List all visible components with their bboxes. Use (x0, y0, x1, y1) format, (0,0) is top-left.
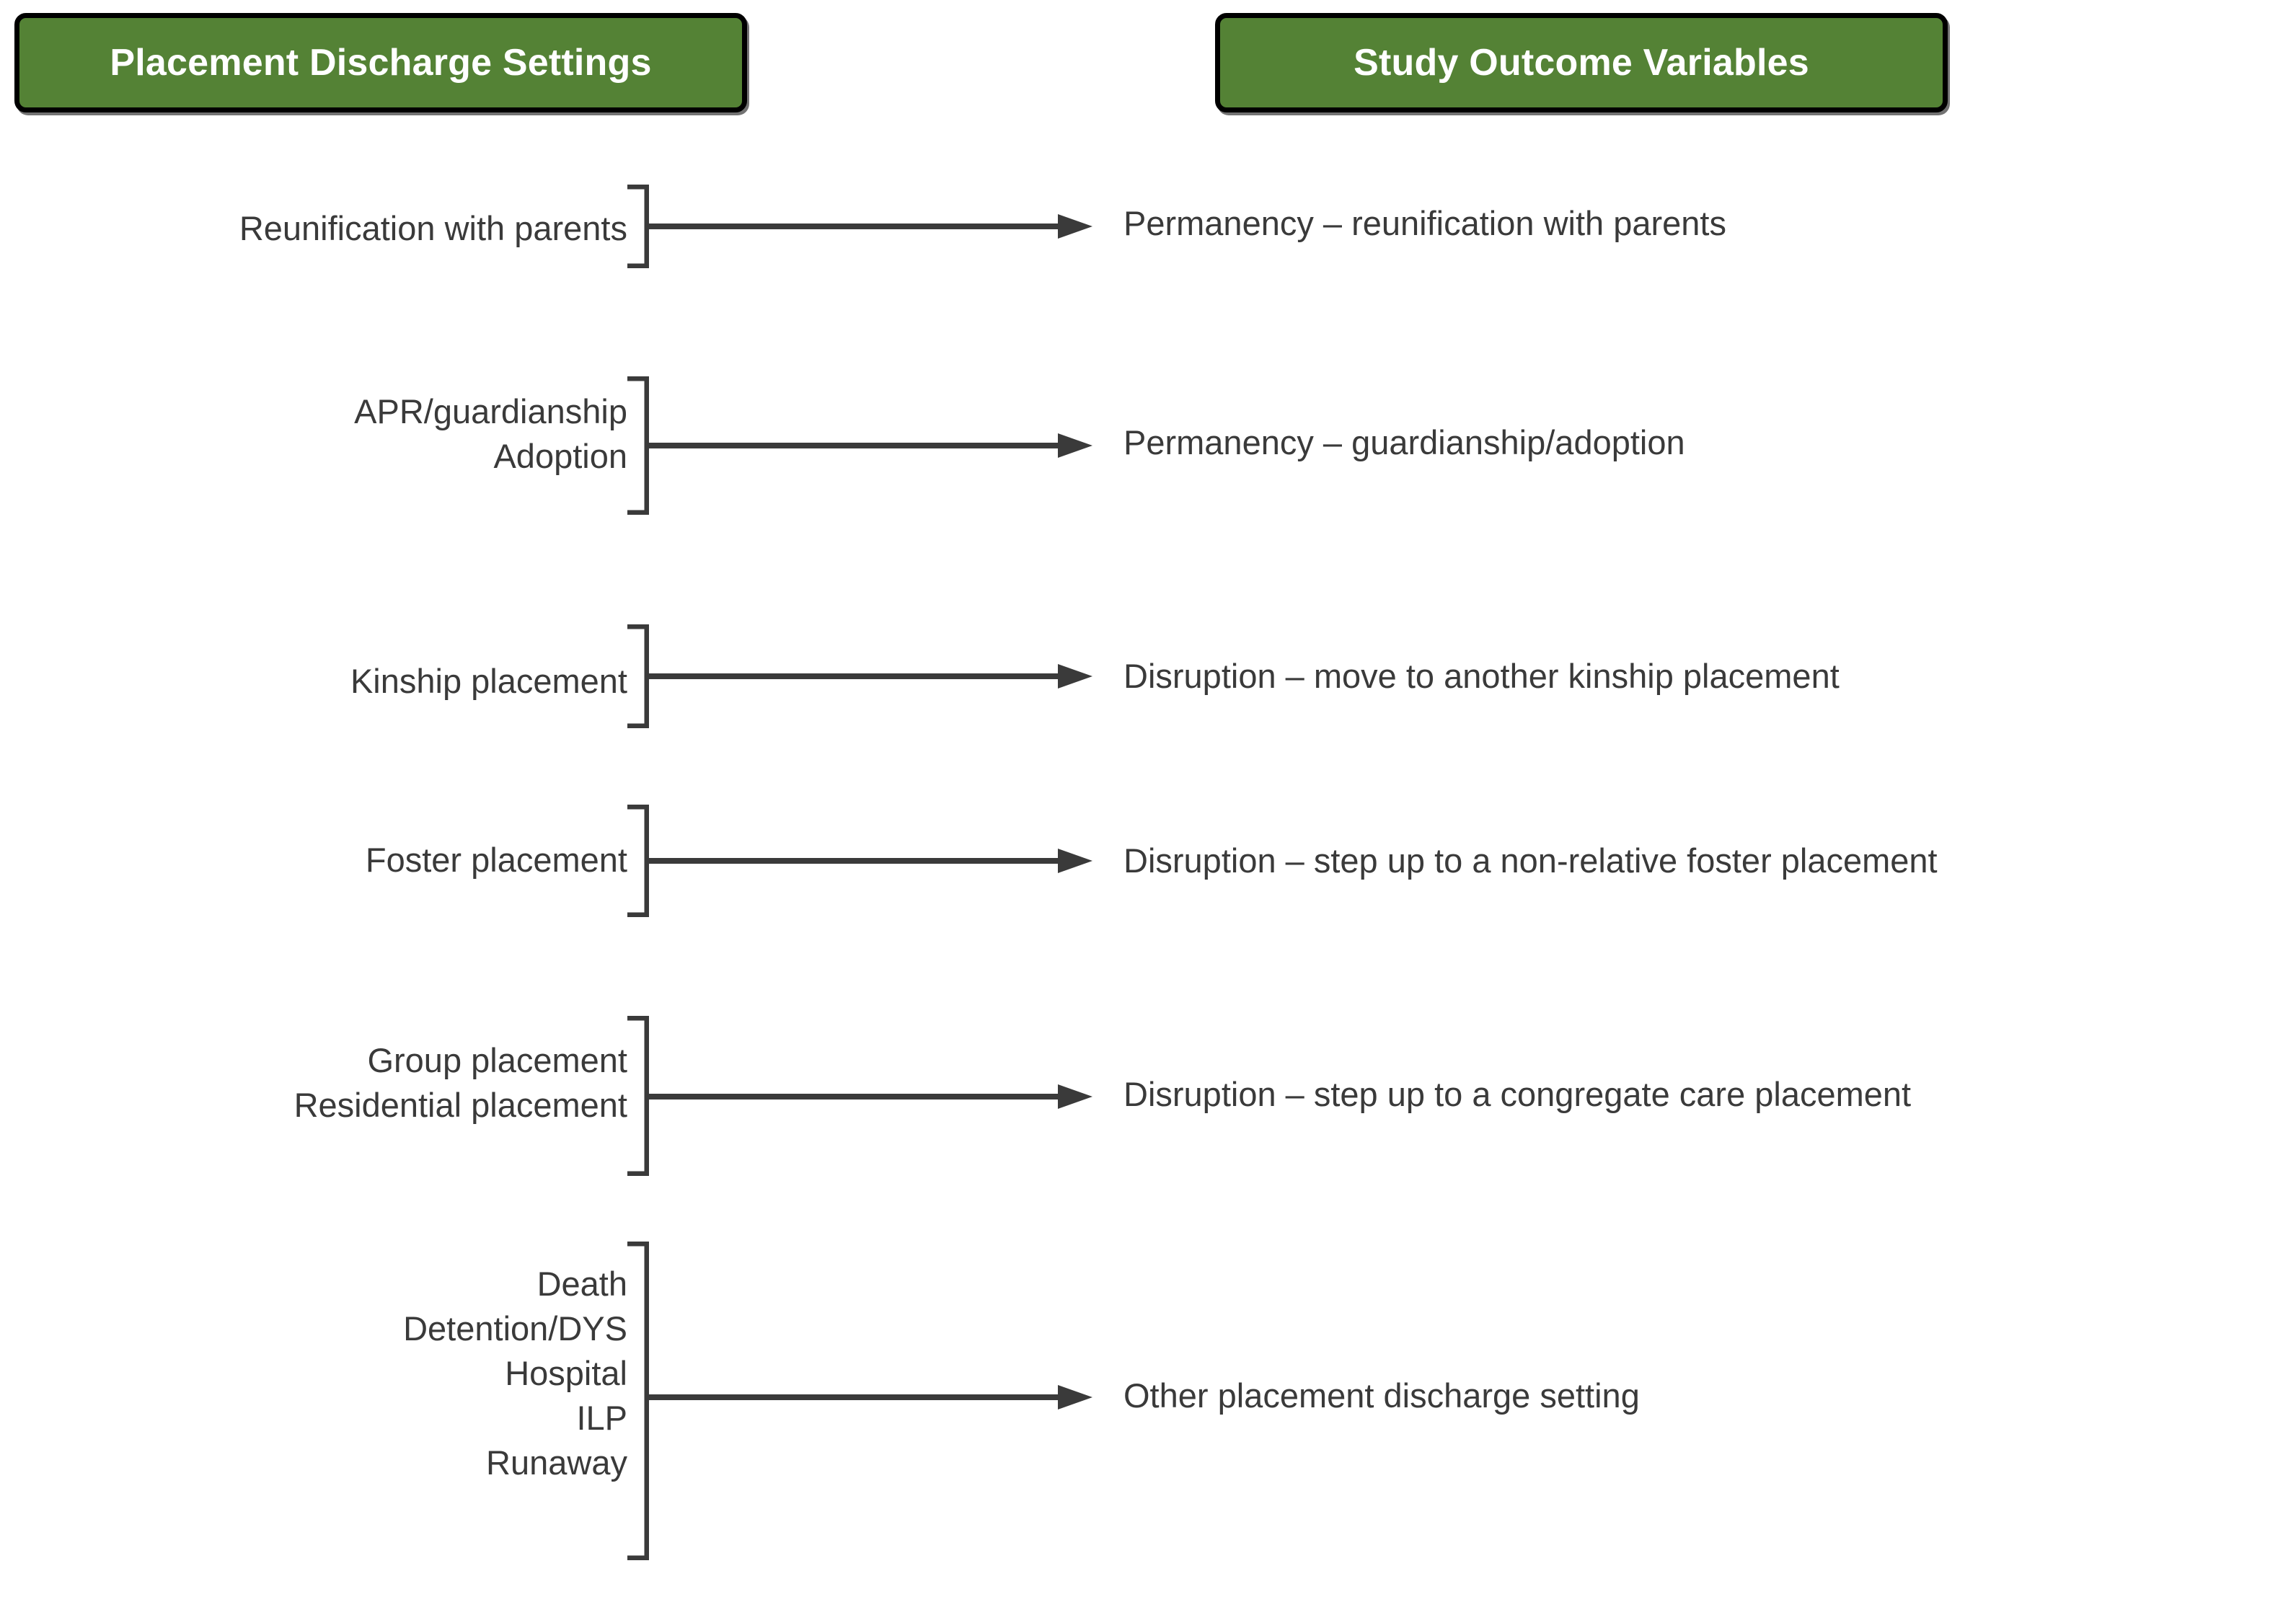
setting-label: ILP (576, 1399, 627, 1438)
setting-group: Death Detention/DYS Hospital ILP Runaway (403, 1262, 627, 1485)
group-bracket (626, 1241, 650, 1564)
flow-arrow (645, 213, 1096, 244)
outcome-label: Permanency – reunification with parents (1123, 204, 1726, 242)
setting-label: Foster placement (365, 841, 627, 879)
outcome-label: Other placement discharge setting (1123, 1376, 1640, 1415)
outcome-label-wrap: Permanency – reunification with parents (1123, 206, 1726, 240)
setting-group: Kinship placement (350, 659, 627, 704)
setting-label: Reunification with parents (239, 209, 627, 247)
outcome-label: Disruption – move to another kinship pla… (1123, 657, 1840, 695)
flow-arrow (645, 1384, 1096, 1415)
setting-label: Hospital (505, 1354, 627, 1393)
outcome-label: Disruption – step up to a non-relative f… (1123, 841, 1938, 880)
mapping-row: Kinship placement Disruption – move to a… (0, 591, 2296, 764)
setting-label: Detention/DYS (403, 1309, 627, 1348)
flow-arrow (645, 663, 1096, 694)
setting-label: Death (537, 1265, 627, 1303)
setting-label: Kinship placement (350, 662, 627, 700)
flow-arrow (645, 1083, 1096, 1114)
header-study-outcome-variables: Study Outcome Variables (1215, 13, 1948, 112)
setting-label: APR/guardianship (354, 392, 627, 430)
outcome-label-wrap: Disruption – step up to a congregate car… (1123, 1077, 1911, 1111)
outcome-label: Permanency – guardianship/adoption (1123, 423, 1685, 461)
outcome-label-wrap: Disruption – move to another kinship pla… (1123, 659, 1840, 693)
setting-group: Reunification with parents (239, 206, 627, 251)
flow-arrow (645, 432, 1096, 463)
header-placement-discharge-settings: Placement Discharge Settings (14, 13, 747, 112)
setting-label: Runaway (486, 1443, 627, 1482)
mapping-row: Group placement Residential placement Di… (0, 966, 2296, 1182)
outcome-label-wrap: Other placement discharge setting (1123, 1379, 1640, 1412)
setting-label: Group placement (367, 1041, 627, 1079)
setting-label: Adoption (493, 437, 627, 476)
mapping-row: APR/guardianship Adoption Permanency – g… (0, 324, 2296, 541)
outcome-label-wrap: Disruption – step up to a non-relative f… (1123, 844, 1938, 877)
mapping-row: Foster placement Disruption – step up to… (0, 775, 2296, 948)
outcome-label-wrap: Permanency – guardianship/adoption (1123, 425, 1685, 459)
mapping-row: Reunification with parents Permanency – … (0, 137, 2296, 310)
setting-label: Residential placement (293, 1086, 627, 1125)
setting-group: Foster placement (366, 838, 627, 882)
mapping-row: Death Detention/DYS Hospital ILP Runaway… (0, 1226, 2296, 1615)
flow-arrow (645, 847, 1096, 878)
setting-group: Group placement Residential placement (294, 1038, 627, 1128)
outcome-label: Disruption – step up to a congregate car… (1123, 1075, 1912, 1113)
header-left-label: Placement Discharge Settings (110, 42, 652, 84)
setting-group: APR/guardianship Adoption (354, 389, 627, 479)
header-right-label: Study Outcome Variables (1354, 42, 1809, 84)
